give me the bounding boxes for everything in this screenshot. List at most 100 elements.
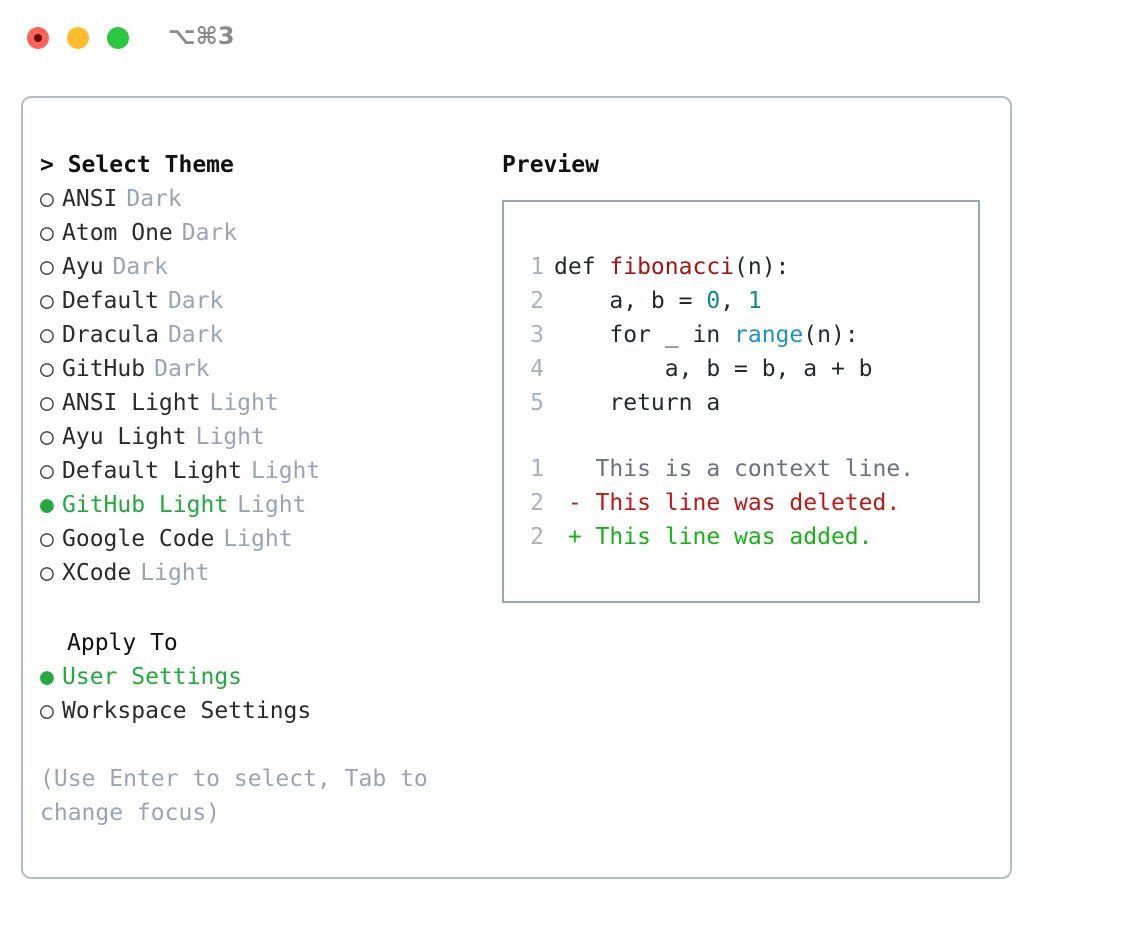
radio-unselected-icon: ○: [40, 254, 54, 280]
apply-to-option-workspace-settings[interactable]: ○ Workspace Settings: [40, 694, 480, 728]
theme-option-ansi[interactable]: ○ ANSI Dark: [40, 182, 480, 216]
line-number: 2: [530, 524, 544, 550]
theme-variant-label: Dark: [126, 186, 182, 212]
theme-variant-label: Dark: [167, 288, 224, 314]
radio-unselected-icon: ○: [40, 390, 54, 416]
theme-option-label: Google Code: [62, 526, 215, 552]
window-controls: [27, 27, 129, 49]
code-line: 2 a, b = 0, 1: [522, 284, 873, 318]
theme-option-default-light[interactable]: ○ Default Light Light: [40, 454, 480, 488]
code-token-num: 1: [747, 288, 762, 314]
line-number: 2: [530, 288, 544, 314]
theme-option-label: Ayu: [62, 254, 104, 280]
theme-option-google-code[interactable]: ○ Google Code Light: [40, 522, 480, 556]
theme-variant-label: Light: [140, 560, 210, 586]
apply-to-option-user-settings[interactable]: ● User Settings: [40, 660, 480, 694]
theme-option-ayu[interactable]: ○ Ayu Dark: [40, 250, 480, 284]
select-theme-header: > Select Theme: [40, 152, 234, 178]
preview-header: Preview: [502, 152, 599, 178]
theme-option-label: ANSI Light: [62, 390, 201, 416]
theme-option-github-light[interactable]: ● GitHub Light Light: [40, 488, 480, 522]
theme-option-label: XCode: [62, 560, 132, 586]
radio-unselected-icon: ○: [40, 322, 54, 348]
code-token-plain: ,: [720, 288, 748, 314]
theme-option-label: Default: [62, 288, 159, 314]
theme-variant-label: Light: [209, 390, 279, 416]
theme-variant-label: Dark: [154, 356, 210, 382]
theme-option-label: Ayu Light: [62, 424, 187, 450]
theme-variant-label: Dark: [167, 322, 224, 348]
diff-sample: 1 This is a context line.2 - This line w…: [522, 452, 914, 554]
apply-to-option-label: Workspace Settings: [62, 698, 312, 724]
theme-variant-label: Light: [223, 526, 293, 552]
radio-unselected-icon: ○: [40, 220, 54, 246]
code-token-plain: a, b =: [554, 288, 707, 314]
radio-unselected-icon: ○: [40, 356, 54, 382]
diff-line-text: + This line was added.: [554, 524, 873, 550]
radio-selected-icon: ●: [40, 492, 54, 518]
radio-unselected-icon: ○: [40, 526, 54, 552]
code-token-fn: fibonacci: [609, 254, 735, 280]
radio-unselected-icon: ○: [40, 424, 54, 450]
code-token-plain: (n):: [734, 254, 790, 280]
theme-option-label: Atom One: [62, 220, 173, 246]
diff-line-text: - This line was deleted.: [554, 490, 901, 516]
close-button[interactable]: [27, 27, 49, 49]
maximize-button[interactable]: [107, 27, 129, 49]
radio-unselected-icon: ○: [40, 458, 54, 484]
radio-unselected-icon: ○: [40, 560, 54, 586]
apply-to-option-label: User Settings: [62, 664, 243, 690]
theme-variant-label: Light: [251, 458, 321, 484]
theme-option-label: GitHub Light: [62, 492, 229, 518]
code-token-plain: for _ in: [554, 322, 735, 348]
radio-unselected-icon: ○: [40, 698, 54, 724]
theme-variant-label: Dark: [112, 254, 168, 280]
code-line: 4 a, b = b, a + b: [522, 352, 873, 386]
diff-line-del: 2 - This line was deleted.: [522, 486, 914, 520]
keyboard-hint-text: (Use Enter to select, Tab to change focu…: [40, 766, 428, 826]
theme-option-label: ANSI: [62, 186, 118, 212]
theme-option-github[interactable]: ○ GitHub Dark: [40, 352, 480, 386]
minimize-button[interactable]: [67, 27, 89, 49]
theme-option-ansi-light[interactable]: ○ ANSI Light Light: [40, 386, 480, 420]
code-token-plain: a, b = b, a + b: [554, 356, 873, 382]
code-token-call: range: [734, 322, 804, 348]
theme-option-xcode[interactable]: ○ XCode Light: [40, 556, 480, 590]
code-token-plain: return a: [554, 390, 721, 416]
theme-option-atom-one[interactable]: ○ Atom One Dark: [40, 216, 480, 250]
theme-variant-label: Dark: [181, 220, 238, 246]
radio-unselected-icon: ○: [40, 186, 54, 212]
radio-unselected-icon: ○: [40, 288, 54, 314]
theme-option-default[interactable]: ○ Default Dark: [40, 284, 480, 318]
line-number: 5: [530, 390, 544, 416]
line-number: 1: [530, 254, 544, 280]
theme-option-label: Dracula: [62, 322, 159, 348]
diff-line-ctx: 1 This is a context line.: [522, 452, 914, 486]
apply-to-header: Apply To: [67, 630, 178, 656]
theme-variant-label: Light: [237, 492, 307, 518]
line-number: 2: [530, 490, 544, 516]
apply-to-list[interactable]: ● User Settings ○ Workspace Settings: [40, 660, 480, 728]
theme-option-ayu-light[interactable]: ○ Ayu Light Light: [40, 420, 480, 454]
line-number: 3: [530, 322, 544, 348]
line-number: 4: [530, 356, 544, 382]
diff-line-add: 2 + This line was added.: [522, 520, 914, 554]
line-number: 1: [530, 456, 544, 482]
code-line: 5 return a: [522, 386, 873, 420]
theme-option-dracula[interactable]: ○ Dracula Dark: [40, 318, 480, 352]
theme-option-label: Default Light: [62, 458, 243, 484]
code-token-plain: (n):: [803, 322, 859, 348]
theme-option-label: GitHub: [62, 356, 146, 382]
code-token-plain: def: [554, 254, 610, 280]
code-line: 1 def fibonacci(n):: [522, 250, 873, 284]
code-line: 3 for _ in range(n):: [522, 318, 873, 352]
radio-selected-icon: ●: [40, 664, 54, 690]
theme-variant-label: Light: [195, 424, 265, 450]
